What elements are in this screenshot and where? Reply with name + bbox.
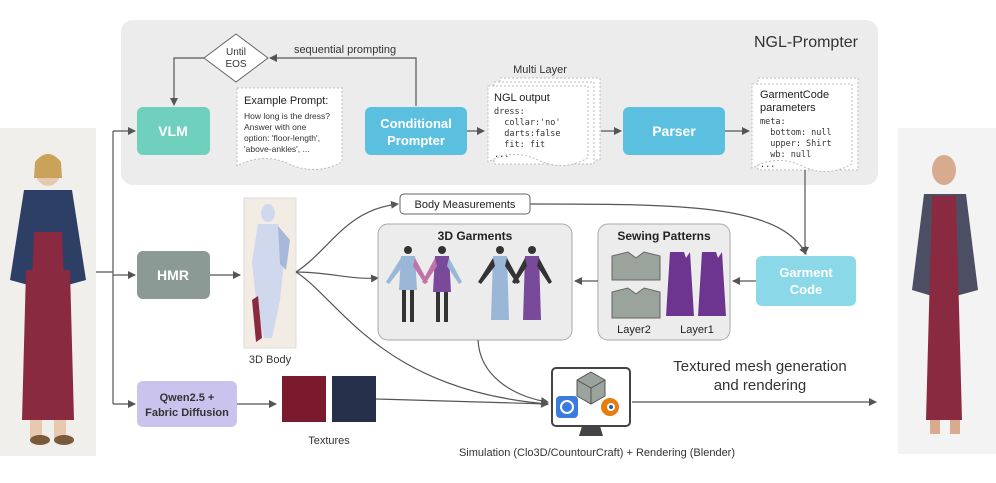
- qwen-line2: Fabric Diffusion: [145, 407, 229, 419]
- prompter-label: Prompter: [387, 133, 445, 148]
- example-prompt-line: Answer with one: [244, 122, 307, 132]
- simulation-caption: Simulation (Clo3D/CountourCraft) + Rende…: [459, 447, 735, 459]
- example-prompt-line: 'above-ankles', ...: [244, 144, 310, 154]
- body-3d-label: 3D Body: [249, 354, 292, 366]
- ngl-output-line: dress:: [494, 107, 525, 117]
- eos-label: EOS: [225, 59, 246, 70]
- sewing-pattern-pieces: [611, 251, 726, 319]
- parser-box: [623, 107, 725, 155]
- sewing-patterns-title: Sewing Patterns: [617, 229, 711, 243]
- ngl-output-line: ...: [494, 150, 509, 160]
- input-person-photo: [0, 128, 96, 456]
- body-measurements-label: Body Measurements: [415, 199, 516, 211]
- arrow-body-to-garments: [295, 271, 379, 283]
- conditional-prompter-box: [365, 107, 467, 155]
- example-prompt-title: Example Prompt:: [244, 95, 328, 107]
- hmr-label: HMR: [157, 267, 189, 283]
- garment-code-box: [756, 256, 856, 306]
- texture-red-swatch: [282, 376, 326, 422]
- textured-mesh-line2: and rendering: [714, 377, 807, 394]
- ngl-output-line: darts:false: [494, 129, 561, 139]
- multi-layer-label: Multi Layer: [513, 64, 567, 76]
- cube-icon: [576, 371, 606, 405]
- qwen-box: [137, 381, 237, 427]
- until-eos-decision: Until EOS: [203, 33, 269, 83]
- ngl-output-doc-stack: NGL output dress: collar:'no' darts:fals…: [487, 77, 601, 166]
- params-line: upper: Shirt: [760, 139, 832, 149]
- ngl-output-line: fit: fit: [494, 140, 545, 150]
- example-prompt-line: How long is the dress?: [244, 111, 330, 121]
- textured-mesh-line1: Textured mesh generation: [673, 358, 846, 375]
- arrow-garments-to-simulation: [477, 339, 549, 405]
- params-line: wb: null: [760, 150, 811, 160]
- params-title-line: GarmentCode: [760, 89, 829, 101]
- arrow-body-to-simulation: [295, 271, 549, 408]
- garment-mannequins: [386, 246, 552, 322]
- sequential-prompting-label: sequential prompting: [294, 44, 396, 56]
- conditional-label: Conditional: [380, 116, 452, 131]
- until-label: Until: [226, 47, 246, 58]
- ngl-output-line: collar:'no': [494, 118, 561, 128]
- output-avatar-render: [898, 128, 996, 454]
- texture-navy-swatch: [332, 376, 376, 422]
- garment-label: Garment: [779, 265, 833, 280]
- arrow-measurements-to-garmentcode: [529, 203, 807, 255]
- example-prompt-line: option: 'floor-length',: [244, 133, 320, 143]
- vlm-label: VLM: [158, 123, 188, 139]
- simulation-monitor-icon: [551, 367, 631, 436]
- code-label: Code: [790, 282, 823, 297]
- body-3d-image: [243, 197, 297, 349]
- hmr-box: [137, 251, 210, 299]
- garmentcode-params-doc: GarmentCode parameters meta: bottom: nul…: [751, 77, 859, 172]
- layer2-label: Layer2: [617, 324, 651, 336]
- ngl-output-title: NGL output: [494, 92, 550, 104]
- blender-logo-icon: [601, 398, 619, 416]
- params-title-line: parameters: [760, 102, 816, 114]
- parser-label: Parser: [652, 123, 696, 139]
- arrow-body-to-measurements: [295, 200, 399, 273]
- arrow-textures-to-simulation: [375, 398, 549, 408]
- loop-arrow-to-vlm: [170, 57, 204, 106]
- qwen-line1: Qwen2.5 +: [160, 392, 215, 404]
- example-prompt-doc: Example Prompt: How long is the dress? A…: [236, 87, 343, 170]
- vlm-box: [137, 107, 210, 155]
- loop-arrow-to-eos: [269, 54, 417, 106]
- textures-label: Textures: [308, 435, 350, 447]
- ngl-prompter-title: NGL-Prompter: [754, 34, 859, 51]
- garments-3d-title: 3D Garments: [438, 229, 513, 243]
- clo3d-logo-icon: [556, 396, 578, 418]
- layer1-label: Layer1: [680, 324, 714, 336]
- params-line: meta:: [760, 117, 786, 127]
- params-line: ...: [760, 160, 775, 170]
- params-line: bottom: null: [760, 128, 832, 138]
